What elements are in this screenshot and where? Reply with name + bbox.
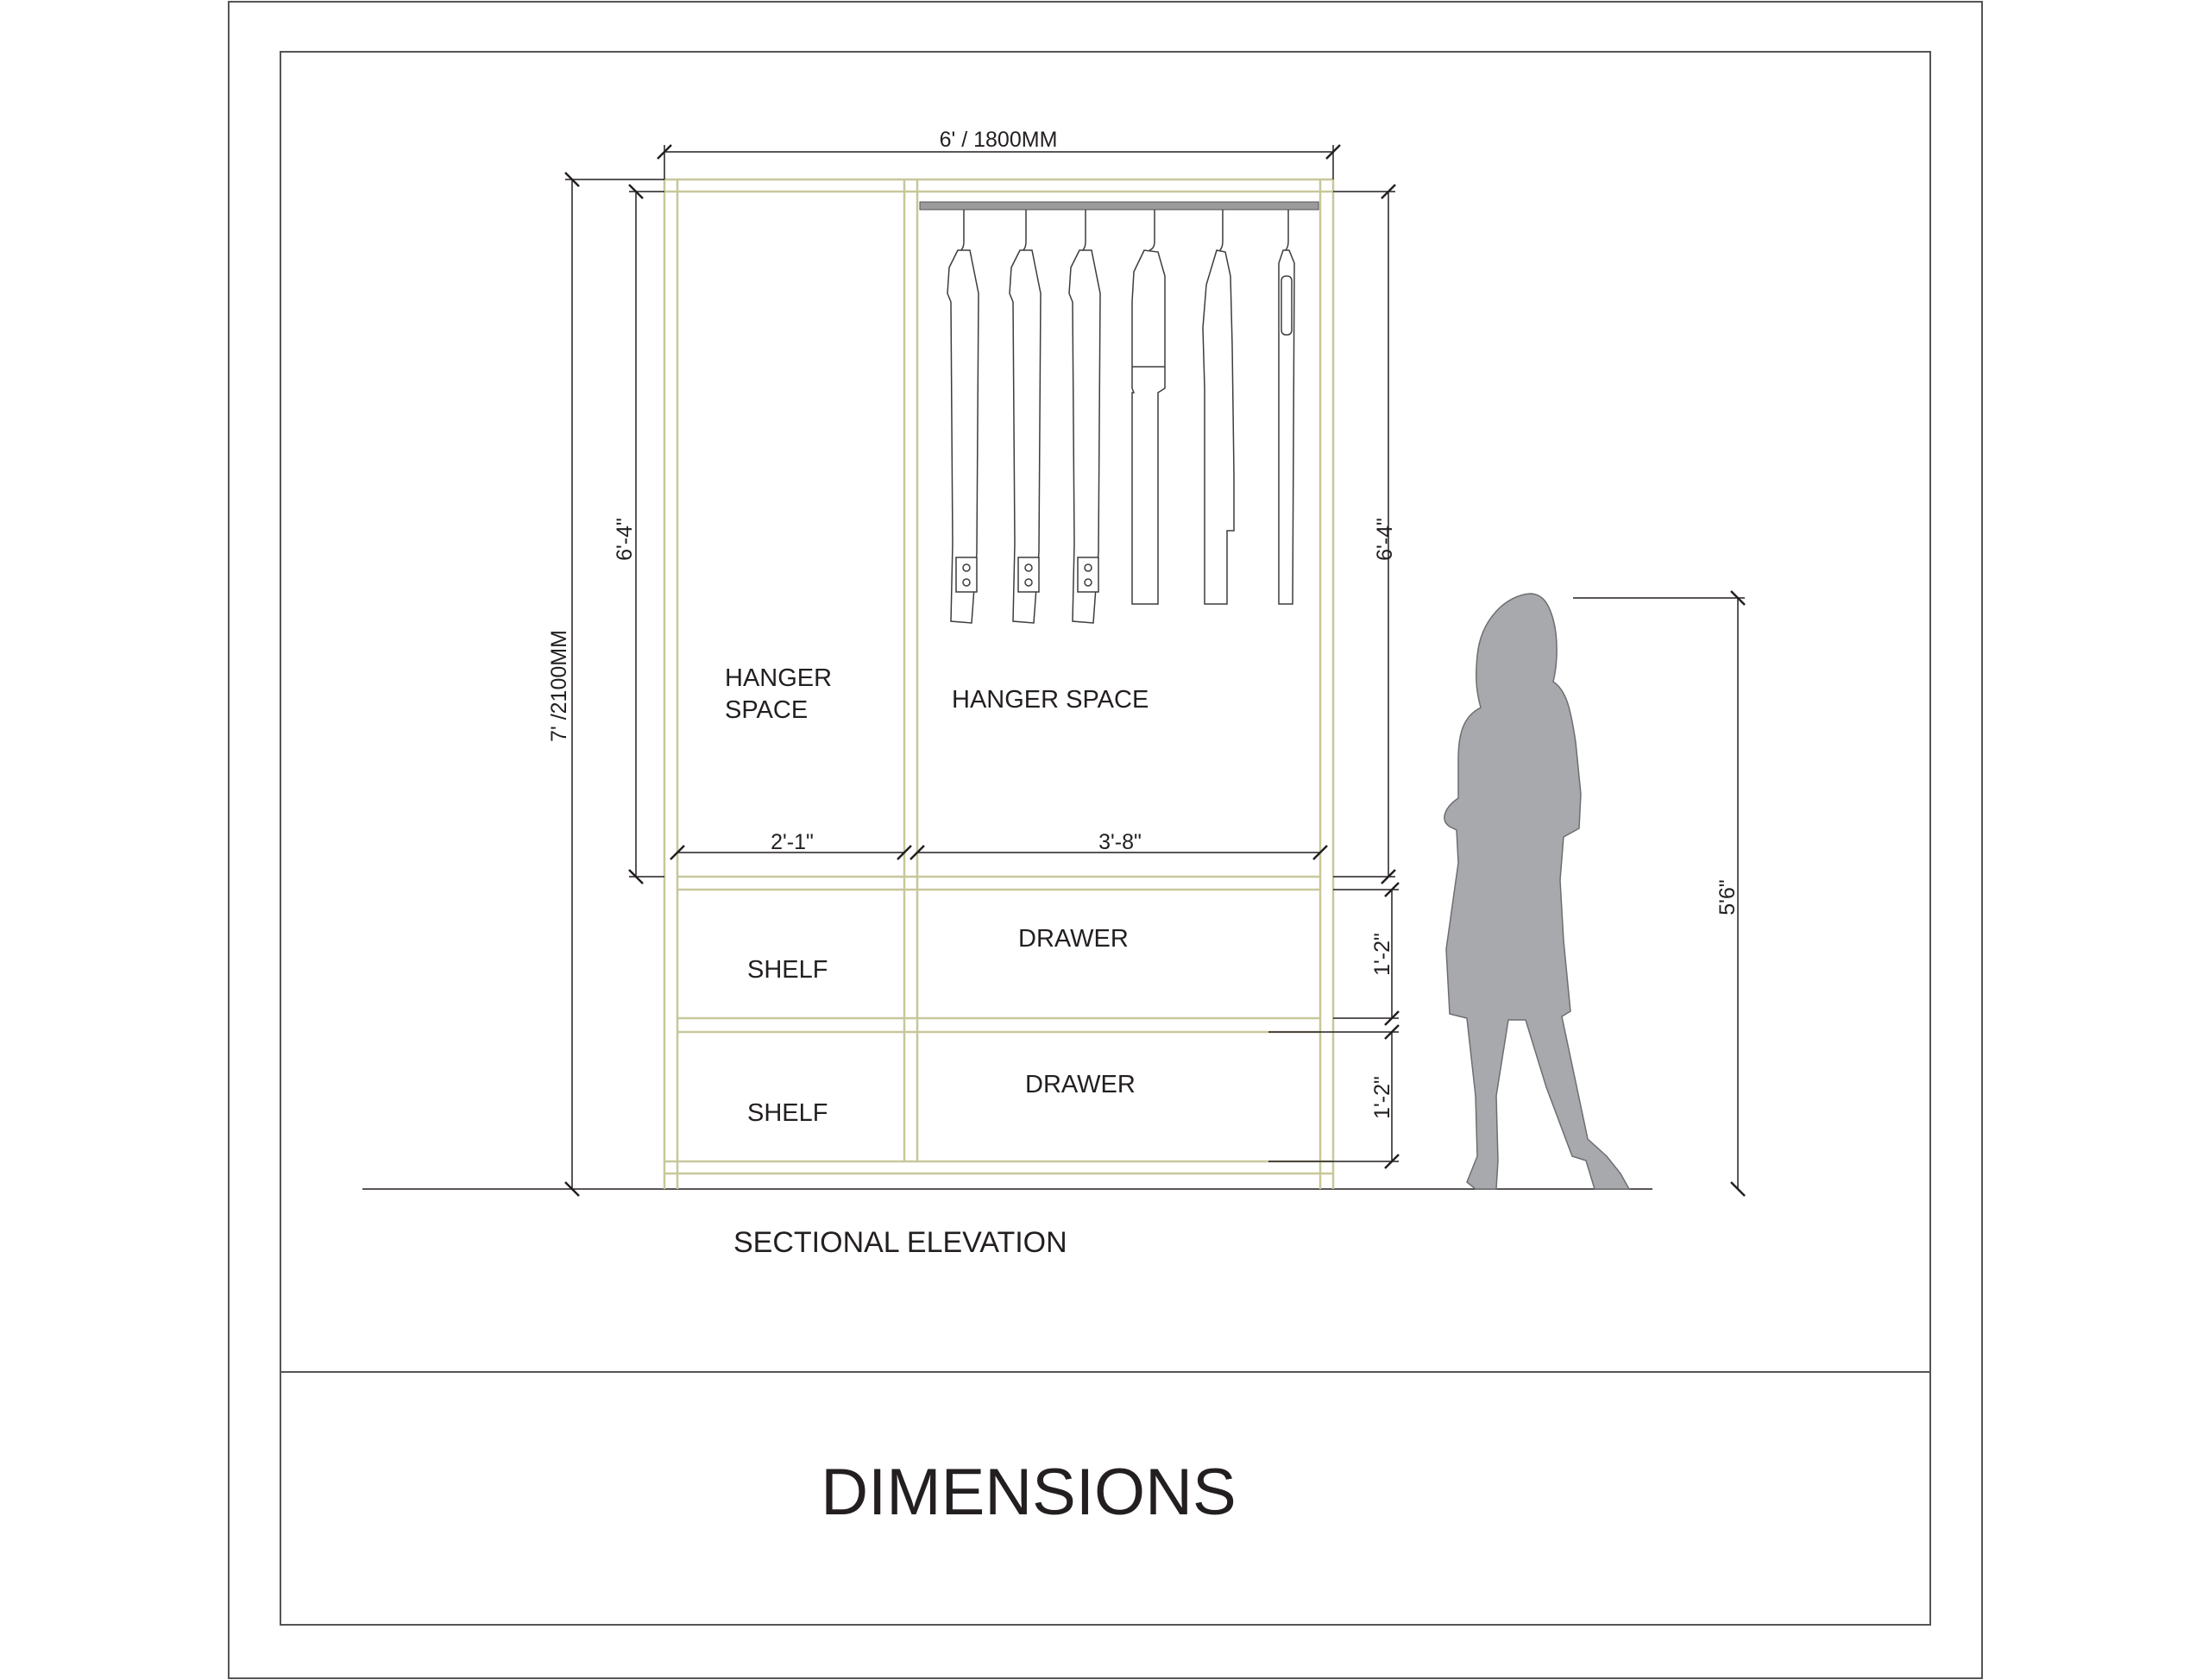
- svg-text:5'6": 5'6": [1715, 879, 1740, 915]
- shirt-icon: [1068, 210, 1101, 624]
- hanging-clothes: [947, 210, 1295, 624]
- dimension-overall-width: 6' / 1800MM: [657, 128, 1341, 179]
- dimension-left-hanger-height: 6'-4": [613, 184, 664, 884]
- svg-text:6'-4": 6'-4": [613, 518, 637, 561]
- hanger-space-left-label-2: SPACE: [725, 696, 808, 724]
- hanger-space-left-label-1: HANGER: [725, 664, 832, 692]
- jacket-icon: [1131, 210, 1166, 605]
- sheet-title: DIMENSIONS: [821, 1456, 1236, 1529]
- dimension-overall-height: 7' /2100MM: [547, 172, 664, 1197]
- shirt-icon: [947, 210, 979, 624]
- dimension-upper-drawer-height: 1'-2": [1333, 882, 1400, 1026]
- drawing-caption: SECTIONAL ELEVATION: [733, 1226, 1067, 1259]
- hanger-space-right-label: HANGER SPACE: [952, 686, 1149, 714]
- dimension-left-width: 2'-1": [670, 830, 912, 860]
- shelf-upper-label: SHELF: [747, 956, 828, 984]
- person-silhouette-icon: [1444, 593, 1631, 1190]
- tie-icon: [1278, 210, 1295, 605]
- coat-icon: [1202, 210, 1235, 605]
- svg-text:7' /2100MM: 7' /2100MM: [547, 630, 571, 742]
- dimension-right-hanger-height: 6'-4": [1333, 184, 1397, 884]
- dimension-person-height: 5'6": [1573, 590, 1746, 1197]
- shelf-lower-label: SHELF: [747, 1099, 828, 1127]
- svg-text:2'-1": 2'-1": [771, 830, 814, 854]
- svg-text:1'-2": 1'-2": [1370, 1076, 1394, 1119]
- svg-text:6'-4": 6'-4": [1373, 518, 1397, 561]
- sheet-outer-border: [228, 1, 1983, 1679]
- svg-text:3'-8": 3'-8": [1098, 830, 1142, 854]
- hanging-rod: [919, 201, 1319, 211]
- wardrobe-frame: [663, 178, 1335, 1189]
- drawer-upper-label: DRAWER: [1018, 925, 1129, 953]
- sheet-inner-border: [280, 51, 1931, 1626]
- dimension-lower-drawer-height: 1'-2": [1268, 1024, 1400, 1169]
- dimension-right-width: 3'-8": [909, 830, 1328, 860]
- shirt-icon: [1009, 210, 1042, 624]
- drawer-lower-label: DRAWER: [1025, 1071, 1136, 1098]
- svg-text:1'-2": 1'-2": [1370, 933, 1394, 976]
- svg-text:6' / 1800MM: 6' / 1800MM: [940, 128, 1058, 152]
